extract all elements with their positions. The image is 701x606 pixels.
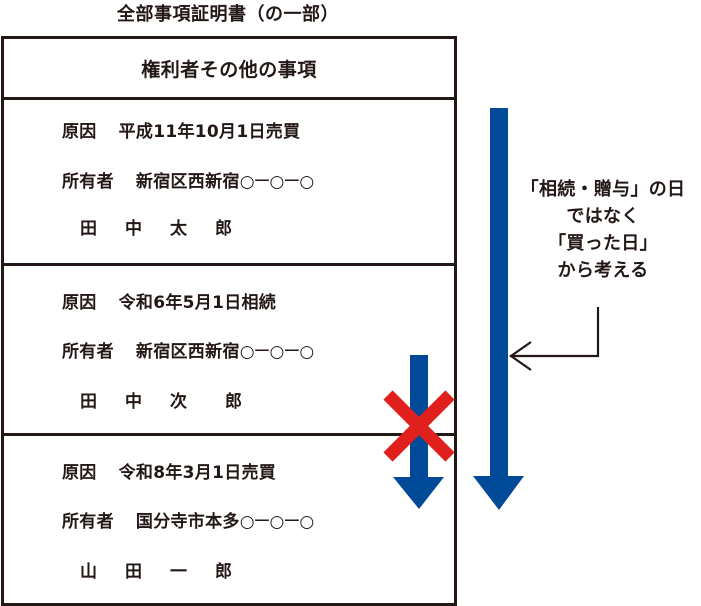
name-char: 郎 [215, 219, 232, 239]
owner-label: 所有者 [62, 512, 114, 532]
owner-name: 田 中 太 郎 [80, 218, 260, 240]
owner-row: 所有者 新宿区西新宿○ー○ー○ [62, 341, 315, 363]
cause-value: 令和6年5月1日相続 [118, 293, 277, 313]
owner-address-number: ○ー○ー○ [239, 342, 315, 362]
owner-label: 所有者 [62, 172, 114, 192]
cause-row: 原因 令和8年3月1日売買 [62, 462, 276, 484]
owner-address-number: ○ー○ー○ [239, 512, 315, 532]
annotation-line: から考える [557, 260, 649, 281]
registry-certificate-table: 権利者その他の事項 原因 平成11年10月1日売買 所有者 新宿区西新宿○ー○ー○ … [1, 36, 457, 606]
owner-name: 田 中 次 郎 [80, 391, 270, 413]
cause-label: 原因 [62, 463, 97, 483]
annotation-line: 「買った日」 [548, 233, 658, 254]
cause-label: 原因 [62, 293, 97, 313]
owner-address: 新宿区西新宿 [135, 172, 240, 192]
name-char: 山 [80, 562, 97, 582]
name-char: 中 [125, 392, 142, 412]
name-char: 次 [170, 392, 187, 412]
annotation-line: 「相続・贈与」の日 [520, 179, 686, 200]
registry-entry-3: 原因 令和8年3月1日売買 所有者 国分寺市本多○ー○ー○ 山 田 一 郎 [4, 433, 454, 603]
cause-row: 原因 平成11年10月1日売買 [62, 121, 300, 143]
name-char: 郎 [225, 392, 242, 412]
document-title: 全部事項証明書（の一部） [117, 4, 339, 25]
connector-arrow-icon [509, 307, 600, 371]
owner-address: 新宿区西新宿 [135, 342, 240, 362]
long-down-arrow-icon [473, 108, 524, 510]
owner-address-number: ○ー○ー○ [239, 172, 315, 192]
cause-label: 原因 [62, 122, 97, 142]
owner-label: 所有者 [62, 342, 114, 362]
owner-name: 山 田 一 郎 [80, 561, 260, 583]
cause-row: 原因 令和6年5月1日相続 [62, 292, 276, 314]
name-char: 一 [170, 562, 187, 582]
table-header: 権利者その他の事項 [141, 58, 317, 81]
registry-entry-1: 原因 平成11年10月1日売買 所有者 新宿区西新宿○ー○ー○ 田 中 太 郎 [4, 97, 454, 263]
name-char: 田 [80, 219, 97, 239]
cause-value: 平成11年10月1日売買 [118, 122, 301, 142]
annotation-note: 「相続・贈与」の日 ではなく 「買った日」 から考える [505, 176, 701, 284]
owner-address: 国分寺市本多 [135, 512, 240, 532]
name-char: 郎 [215, 562, 232, 582]
name-char: 中 [125, 219, 142, 239]
owner-row: 所有者 国分寺市本多○ー○ー○ [62, 511, 315, 533]
name-char: 田 [125, 562, 142, 582]
name-char: 太 [170, 219, 187, 239]
registry-entry-2: 原因 令和6年5月1日相続 所有者 新宿区西新宿○ー○ー○ 田 中 次 郎 [4, 263, 454, 433]
cause-value: 令和8年3月1日売買 [118, 463, 277, 483]
owner-row: 所有者 新宿区西新宿○ー○ー○ [62, 171, 315, 193]
annotation-line: ではなく [566, 206, 640, 227]
name-char: 田 [80, 392, 97, 412]
